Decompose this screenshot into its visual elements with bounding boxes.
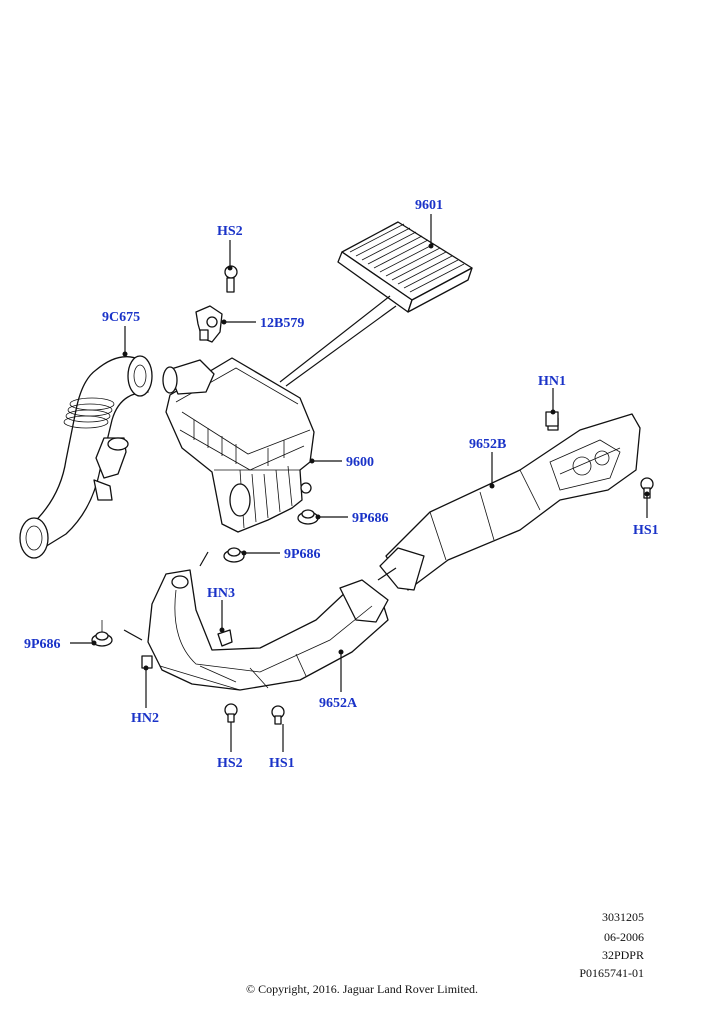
callout-hn1: HN1 — [538, 374, 566, 389]
grommet-9p686-a — [297, 509, 319, 525]
air-outlet-hose — [19, 355, 153, 559]
air-filter-element — [337, 221, 473, 313]
leader-lines — [70, 214, 650, 752]
mass-air-flow-sensor — [195, 305, 223, 343]
callout-hn2: HN2 — [131, 711, 159, 726]
callout-9p686-c: 9P686 — [24, 637, 61, 652]
air-cleaner-housing — [162, 357, 315, 533]
callout-hs2-top: HS2 — [217, 224, 243, 239]
air-inlet-duct-lower — [147, 569, 389, 691]
grommet-9p686-b — [223, 547, 245, 563]
callout-9652a: 9652A — [319, 696, 358, 711]
callout-hs1-bottom: HS1 — [269, 756, 295, 771]
grommet-9p686-c — [91, 620, 113, 647]
callout-9652b: 9652B — [469, 437, 506, 452]
bolt-hs2-bottom — [224, 703, 238, 723]
footer-date: 06-2006 — [604, 930, 644, 944]
footer-reference: P0165741-01 — [579, 966, 644, 980]
callout-9c675: 9C675 — [102, 310, 140, 325]
callout-12b579: 12B579 — [260, 316, 304, 331]
callout-hs2-bottom: HS2 — [217, 756, 243, 771]
callout-hn3: HN3 — [207, 586, 235, 601]
footer-code-1: 3031205 — [602, 910, 644, 924]
clip-hn3 — [217, 629, 233, 647]
footer-code-2: 32PDPR — [601, 948, 644, 962]
copyright-notice: © Copyright, 2016. Jaguar Land Rover Lim… — [245, 982, 479, 996]
callout-9601: 9601 — [415, 198, 443, 213]
callout-9p686-b: 9P686 — [284, 547, 321, 562]
air-inlet-duct-upper — [379, 413, 641, 591]
callout-9600: 9600 — [346, 455, 374, 470]
callout-hs1-right: HS1 — [633, 523, 659, 538]
callout-9p686-a: 9P686 — [352, 511, 389, 526]
bolt-hs1-bottom — [271, 705, 285, 725]
